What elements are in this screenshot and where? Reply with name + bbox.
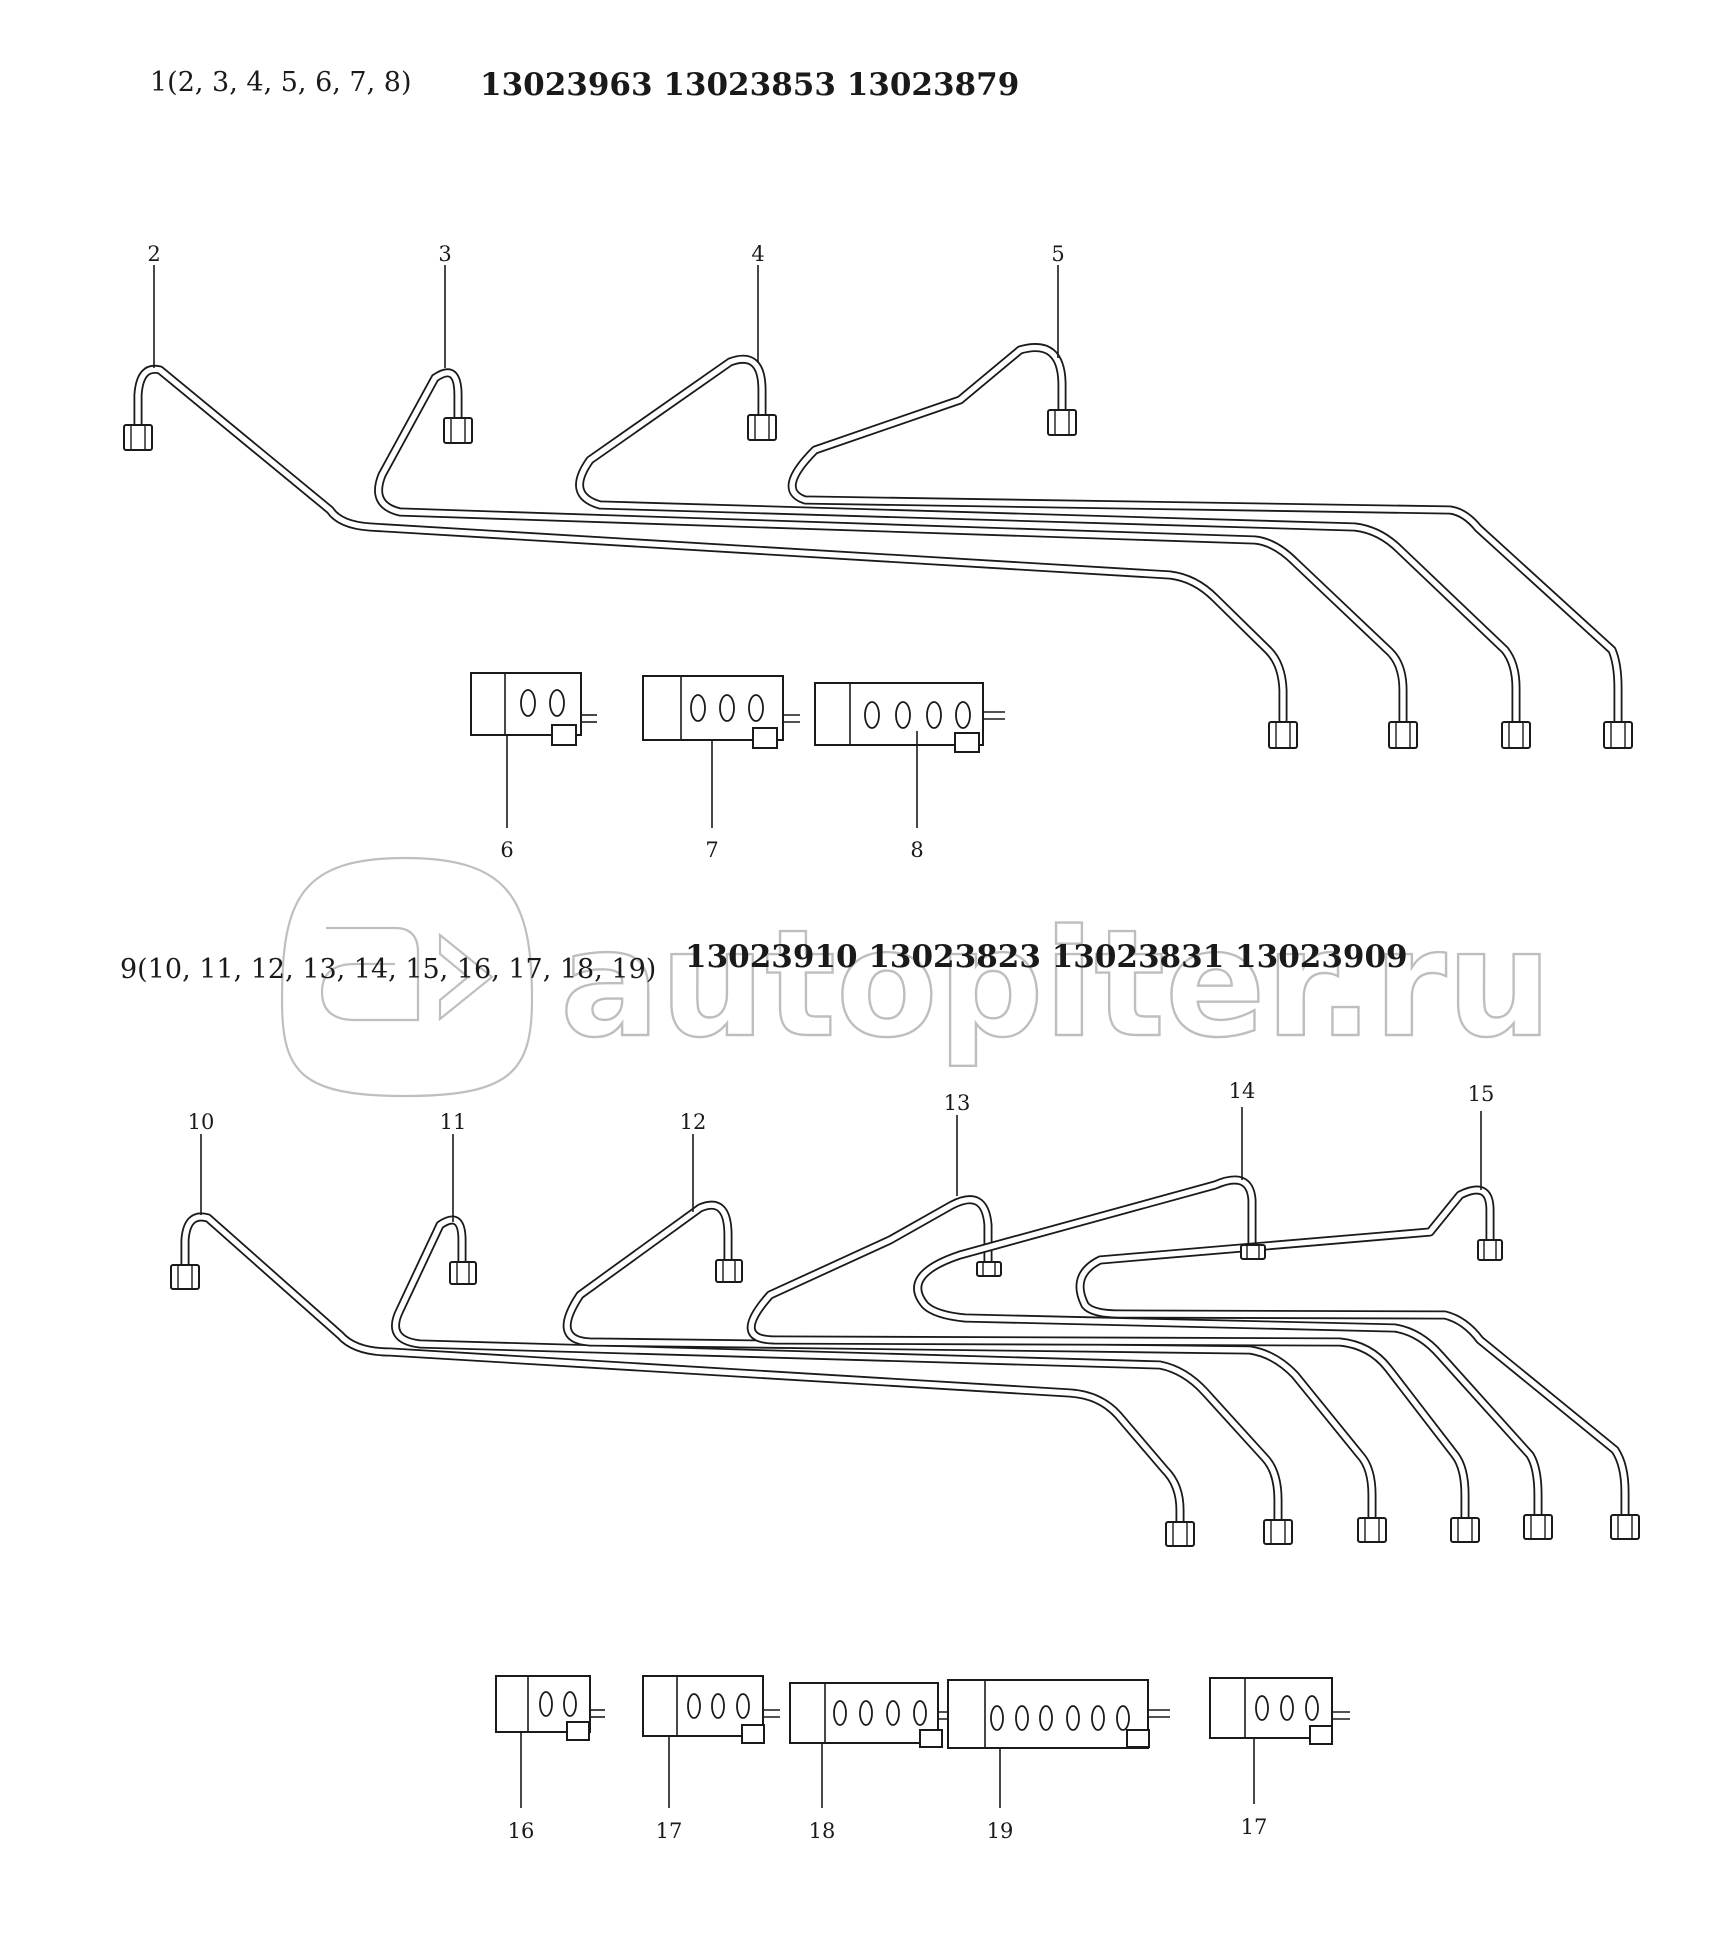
section1-header: 1(2, 3, 4, 5, 6, 7, 8) [150,67,411,98]
nut [1047,409,1077,436]
section1-nuts [123,409,1633,749]
pipe-13 [746,1195,1470,1523]
watermark-logo [280,856,534,1098]
nut [1603,721,1633,749]
nut [170,1264,200,1290]
callout-2: 2 [147,242,160,266]
section2-part-numbers: 13023910 13023823 13023831 13023909 [685,939,1408,975]
pipe-14 [913,1175,1543,1520]
pipe-5 [787,343,1623,727]
callout-13: 13 [944,1091,971,1115]
callout-16: 16 [508,1819,535,1843]
clamp-17a [642,1675,780,1744]
callout-18: 18 [809,1819,836,1843]
nut [1263,1519,1293,1545]
callout-14: 14 [1229,1079,1256,1103]
nut [443,417,473,444]
pipe-3 [374,368,1408,727]
callout-12: 12 [680,1110,707,1134]
callout-7: 7 [705,838,718,862]
pipe-2 [133,364,1288,725]
nut [747,414,777,441]
callout-17b: 17 [1241,1815,1268,1839]
nut [1357,1517,1387,1543]
clamp-6 [470,672,597,746]
nut [1165,1521,1195,1547]
nut [449,1261,477,1285]
callout-15: 15 [1468,1082,1495,1106]
nut [715,1259,743,1283]
callout-3: 3 [438,242,451,266]
nut [1388,721,1418,749]
nut [1450,1517,1480,1543]
callout-5: 5 [1051,242,1064,266]
callout-4: 4 [751,242,764,266]
section2-callouts: 10 11 12 13 14 15 16 17 18 19 17 [188,1079,1495,1843]
nut [976,1261,1002,1277]
callout-11: 11 [440,1110,467,1134]
nut [1610,1514,1640,1540]
nut [1268,721,1298,749]
clamp-17b [1209,1677,1350,1745]
watermark-text: autopiter.ru [560,898,1552,1070]
pipe-11 [391,1215,1283,1525]
clamp-16 [495,1675,605,1741]
clamp-19 [947,1679,1170,1749]
callout-17a: 17 [656,1819,683,1843]
section1-pipes [133,343,1623,727]
section1-callouts: 2 3 4 5 6 7 8 [147,242,1064,862]
pipe-15 [1075,1185,1630,1520]
nut [1523,1514,1553,1540]
clamp-8 [814,682,1005,753]
section2-header: 9(10, 11, 12, 13, 14, 15, 16, 17, 18, 19… [120,954,656,985]
clamp-7 [642,675,800,749]
pipe-4 [575,354,1521,727]
callout-8: 8 [910,838,923,862]
callout-6: 6 [500,838,513,862]
callout-19: 19 [987,1819,1014,1843]
callout-10: 10 [188,1110,215,1134]
section1-part-numbers: 13023963 13023853 13023879 [480,67,1019,103]
section2-pipes [180,1175,1630,1527]
clamp-18 [789,1682,955,1748]
nut [1477,1239,1503,1261]
nut [1501,721,1531,749]
nut [123,424,153,451]
section2-nuts [170,1239,1640,1547]
pipe-12 [562,1200,1377,1523]
pipe-10 [180,1212,1185,1527]
nut [1240,1244,1266,1260]
